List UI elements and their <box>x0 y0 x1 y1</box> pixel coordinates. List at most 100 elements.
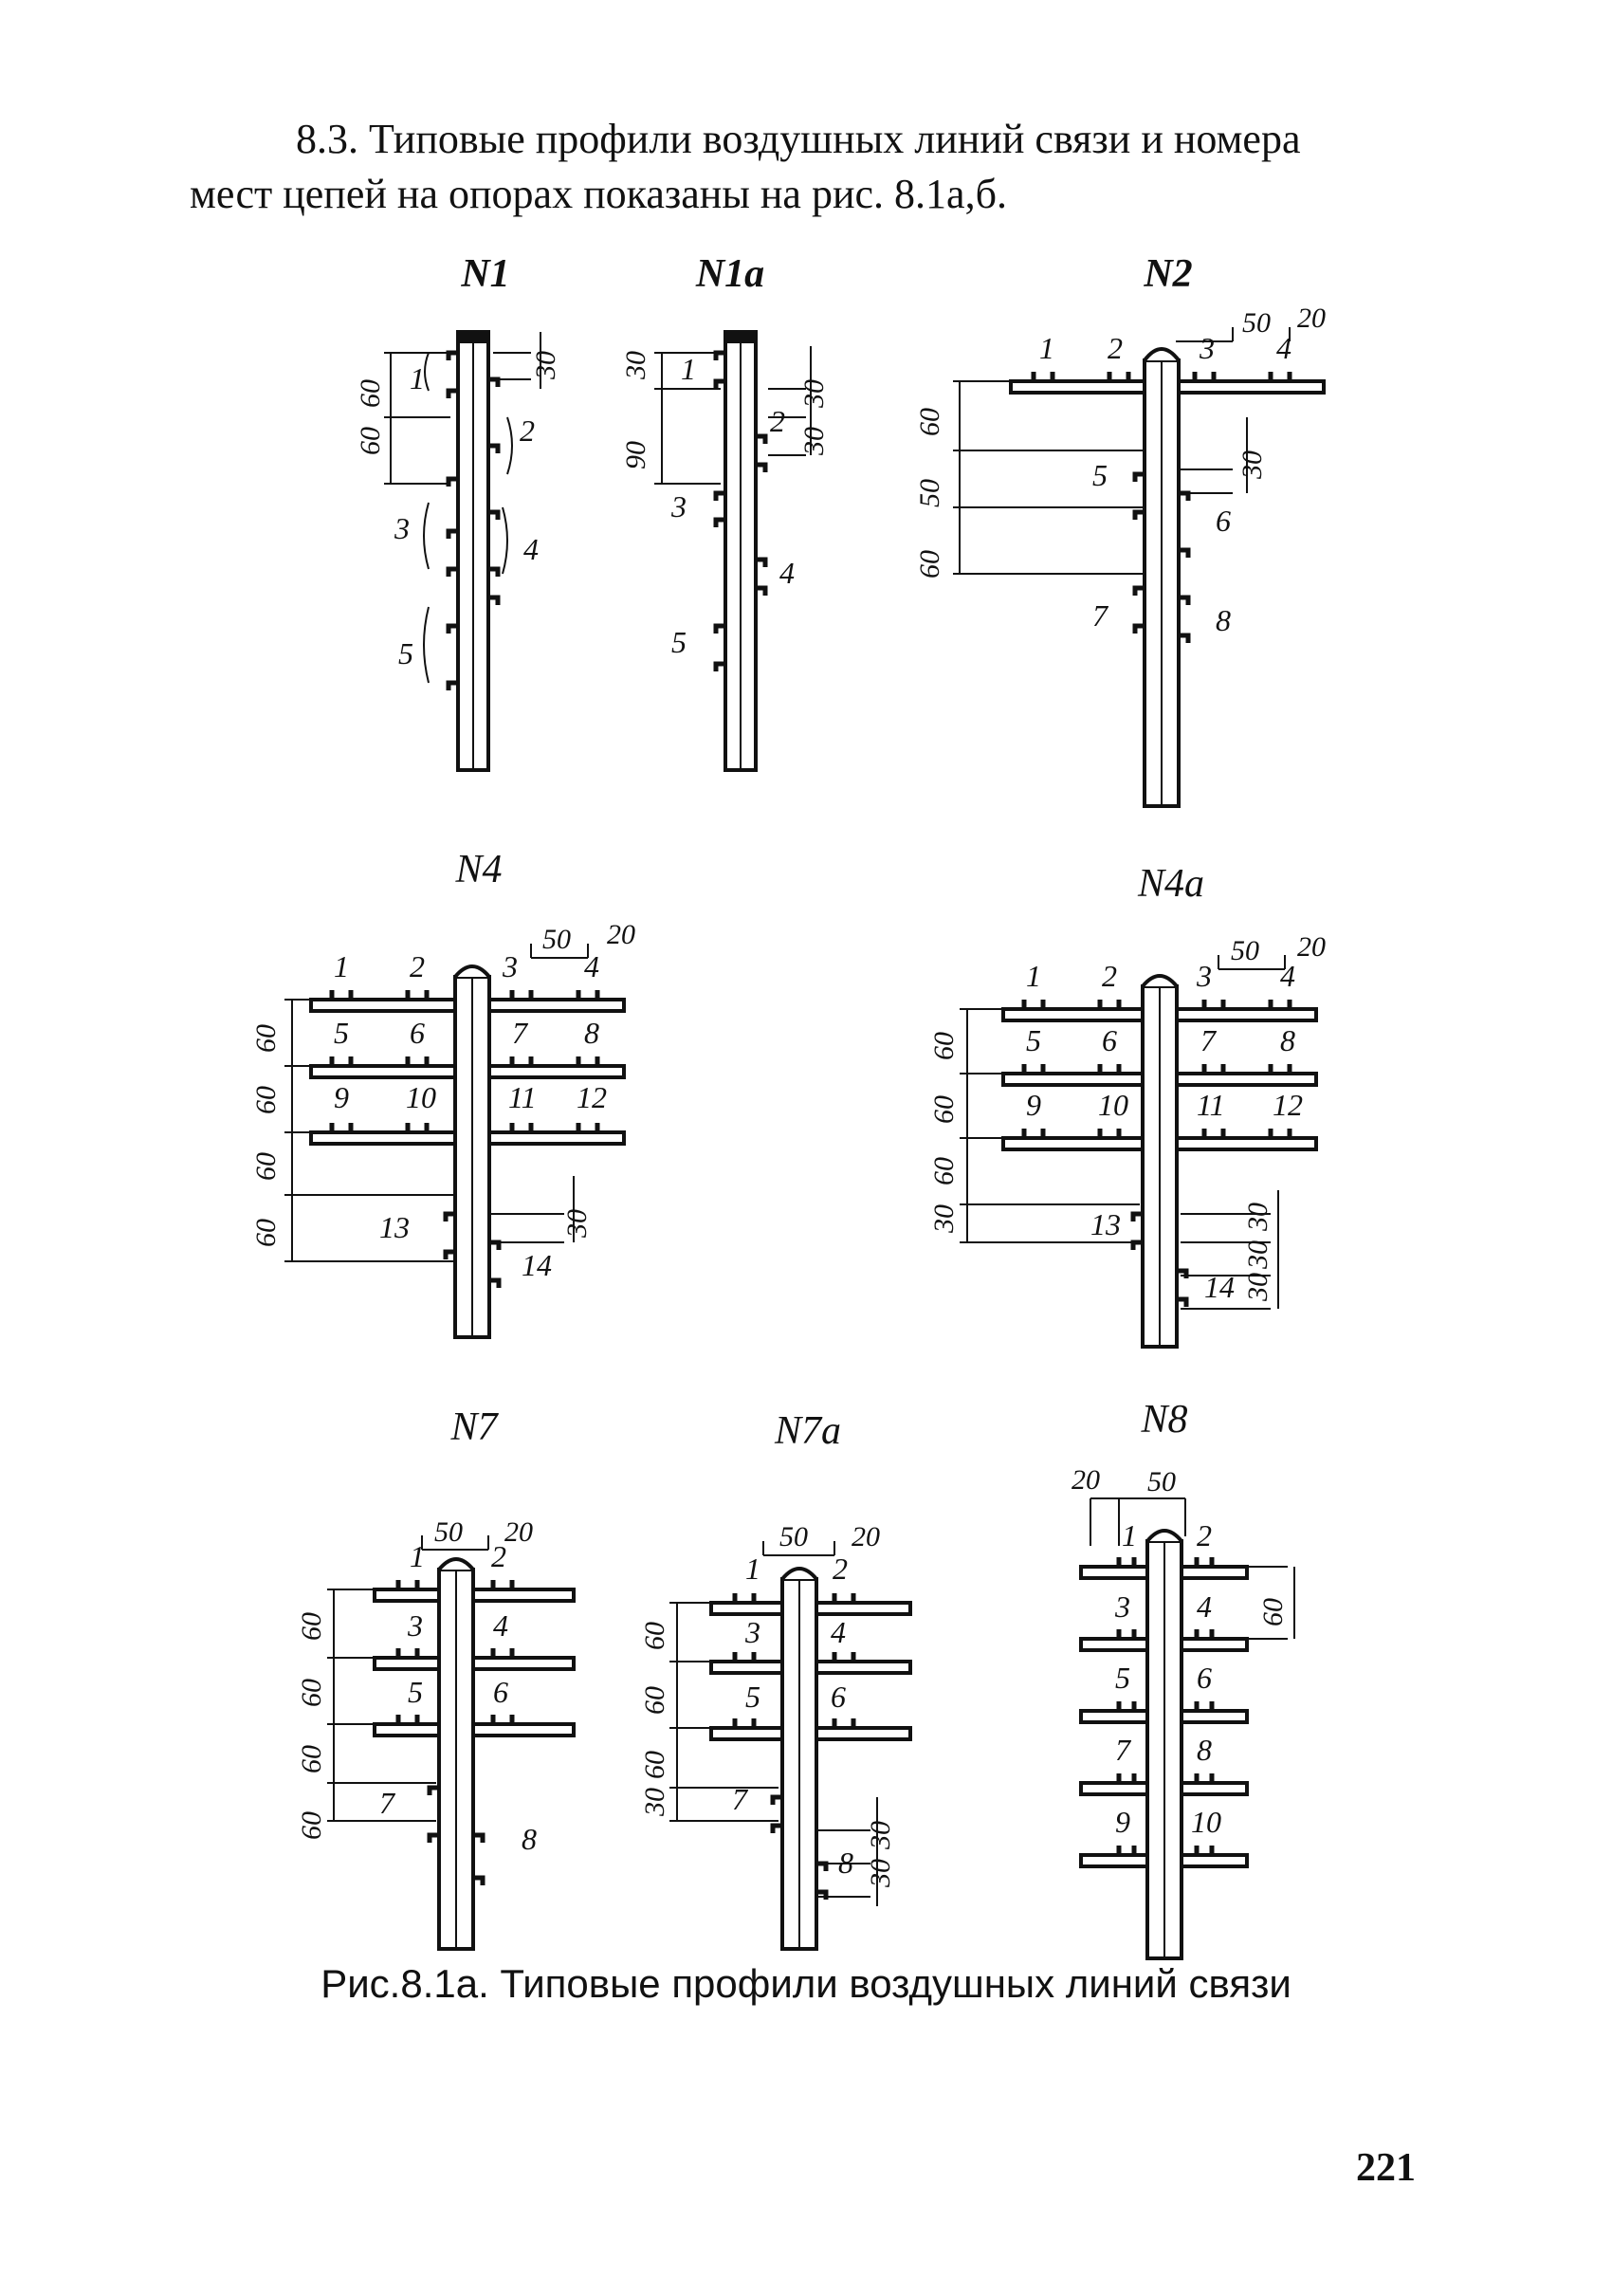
dim: 50 <box>914 479 945 507</box>
place-number: 3 <box>1199 331 1215 365</box>
place-number: 4 <box>1280 959 1295 993</box>
place-number: 2 <box>491 1539 506 1573</box>
dim: 60 <box>639 1622 670 1650</box>
place-number: 3 <box>407 1608 423 1643</box>
place-number: 4 <box>779 556 795 590</box>
place-number: 8 <box>1280 1023 1295 1057</box>
place-number: 10 <box>1098 1088 1128 1122</box>
dim: 60 <box>250 1024 282 1053</box>
place-number: 3 <box>1196 959 1212 993</box>
place-number: 2 <box>833 1552 848 1586</box>
dim: 60 <box>928 1032 960 1060</box>
place-number: 10 <box>1191 1805 1221 1839</box>
dim: 60 <box>928 1095 960 1124</box>
place-number: 4 <box>1197 1589 1212 1624</box>
place-number: 6 <box>493 1675 508 1709</box>
intro-line-1: 8.3. Типовые профили воздушных линий свя… <box>296 116 1301 162</box>
dim: 30 <box>561 1209 593 1239</box>
dim: 30 <box>798 379 830 409</box>
place-number: 10 <box>406 1080 436 1114</box>
place-number: 6 <box>410 1016 425 1050</box>
profile-title: N4a <box>1137 862 1204 906</box>
place-number: 6 <box>831 1680 846 1714</box>
place-number: 8 <box>838 1846 853 1880</box>
place-number: 5 <box>408 1675 423 1709</box>
place-number: 3 <box>744 1615 760 1649</box>
profile-title: N8 <box>1140 1398 1187 1442</box>
place-number: 1 <box>1039 331 1054 365</box>
dim: 50 <box>1231 935 1259 966</box>
place-number: 8 <box>1197 1733 1212 1767</box>
place-number: 2 <box>410 949 425 983</box>
place-number: 1 <box>681 352 696 386</box>
place-number: 7 <box>1115 1733 1132 1767</box>
place-number: 4 <box>1276 331 1291 365</box>
place-number: 13 <box>1090 1207 1121 1241</box>
dim: 20 <box>1072 1464 1100 1496</box>
place-number: 6 <box>1216 504 1231 538</box>
place-number: 1 <box>1122 1518 1137 1552</box>
place-number: 14 <box>522 1248 552 1282</box>
dim: 60 <box>296 1745 327 1773</box>
dim: 30 <box>530 351 561 380</box>
dim: 30 <box>1242 1240 1273 1270</box>
place-number: 2 <box>1197 1518 1212 1552</box>
dim: 60 <box>250 1152 282 1181</box>
profile-title: N2 <box>1143 252 1192 296</box>
profile-title: N1 <box>460 252 509 296</box>
dim: 30 <box>620 351 651 380</box>
place-number: 11 <box>508 1080 537 1114</box>
dim: 20 <box>504 1516 533 1548</box>
place-number: 3 <box>502 949 518 983</box>
dim: 50 <box>542 924 571 955</box>
dim: 20 <box>852 1521 880 1552</box>
dim: 60 <box>355 379 386 408</box>
place-number: 6 <box>1197 1661 1212 1695</box>
place-number: 6 <box>1102 1023 1117 1057</box>
place-number: 7 <box>379 1786 396 1820</box>
dim: 60 <box>1257 1598 1289 1626</box>
dim: 30 <box>1242 1203 1273 1232</box>
dim: 60 <box>639 1751 670 1779</box>
place-number: 12 <box>1273 1088 1303 1122</box>
place-number: 2 <box>1102 959 1117 993</box>
place-number: 1 <box>1026 959 1041 993</box>
place-number: 9 <box>334 1080 349 1114</box>
dim: 30 <box>639 1788 670 1817</box>
place-number: 1 <box>410 1539 425 1573</box>
profile-title: N1a <box>695 252 764 296</box>
dim: 50 <box>779 1521 808 1552</box>
dim: 60 <box>296 1811 327 1840</box>
place-number: 4 <box>493 1608 508 1643</box>
profile-n7a: N7a 50 20 60 60 60 30 30 30 1 2 3 4 5 6 … <box>639 1409 912 1951</box>
place-number: 2 <box>1108 331 1123 365</box>
profile-n8: N8 20 50 60 1 2 3 4 5 6 7 8 9 10 <box>1072 1398 1295 1960</box>
dim: 60 <box>296 1612 327 1641</box>
place-number: 9 <box>1115 1805 1130 1839</box>
profile-n1a: N1a 30 90 30 30 1 2 3 4 5 <box>620 252 830 772</box>
intro-paragraph: 8.3. Типовые профили воздушных линий свя… <box>190 112 1460 222</box>
place-number: 9 <box>1026 1088 1041 1122</box>
dim: 30 <box>1242 1273 1273 1302</box>
place-number: 5 <box>745 1680 760 1714</box>
place-number: 2 <box>770 404 785 438</box>
place-number: 14 <box>1204 1270 1235 1304</box>
place-number: 1 <box>410 361 425 395</box>
profile-n1: N1 60 60 30 1 2 3 4 5 <box>355 252 561 772</box>
dim: 30 <box>798 427 830 456</box>
dim: 30 <box>928 1204 960 1234</box>
dim: 60 <box>296 1679 327 1707</box>
place-number: 5 <box>1092 458 1108 492</box>
figure-caption: Рис.8.1а. Типовые профили воздушных лини… <box>321 1961 1291 2006</box>
place-number: 4 <box>523 532 539 566</box>
place-number: 3 <box>1114 1589 1130 1624</box>
dim: 20 <box>1297 931 1326 963</box>
dim: 60 <box>928 1157 960 1185</box>
place-number: 7 <box>1092 598 1109 633</box>
place-number: 5 <box>671 625 687 659</box>
place-number: 5 <box>398 636 413 670</box>
place-number: 12 <box>577 1080 607 1114</box>
place-number: 4 <box>584 949 599 983</box>
intro-line-2: мест цепей на опорах показаны на рис. 8.… <box>190 171 1007 217</box>
dim: 50 <box>1242 307 1271 339</box>
